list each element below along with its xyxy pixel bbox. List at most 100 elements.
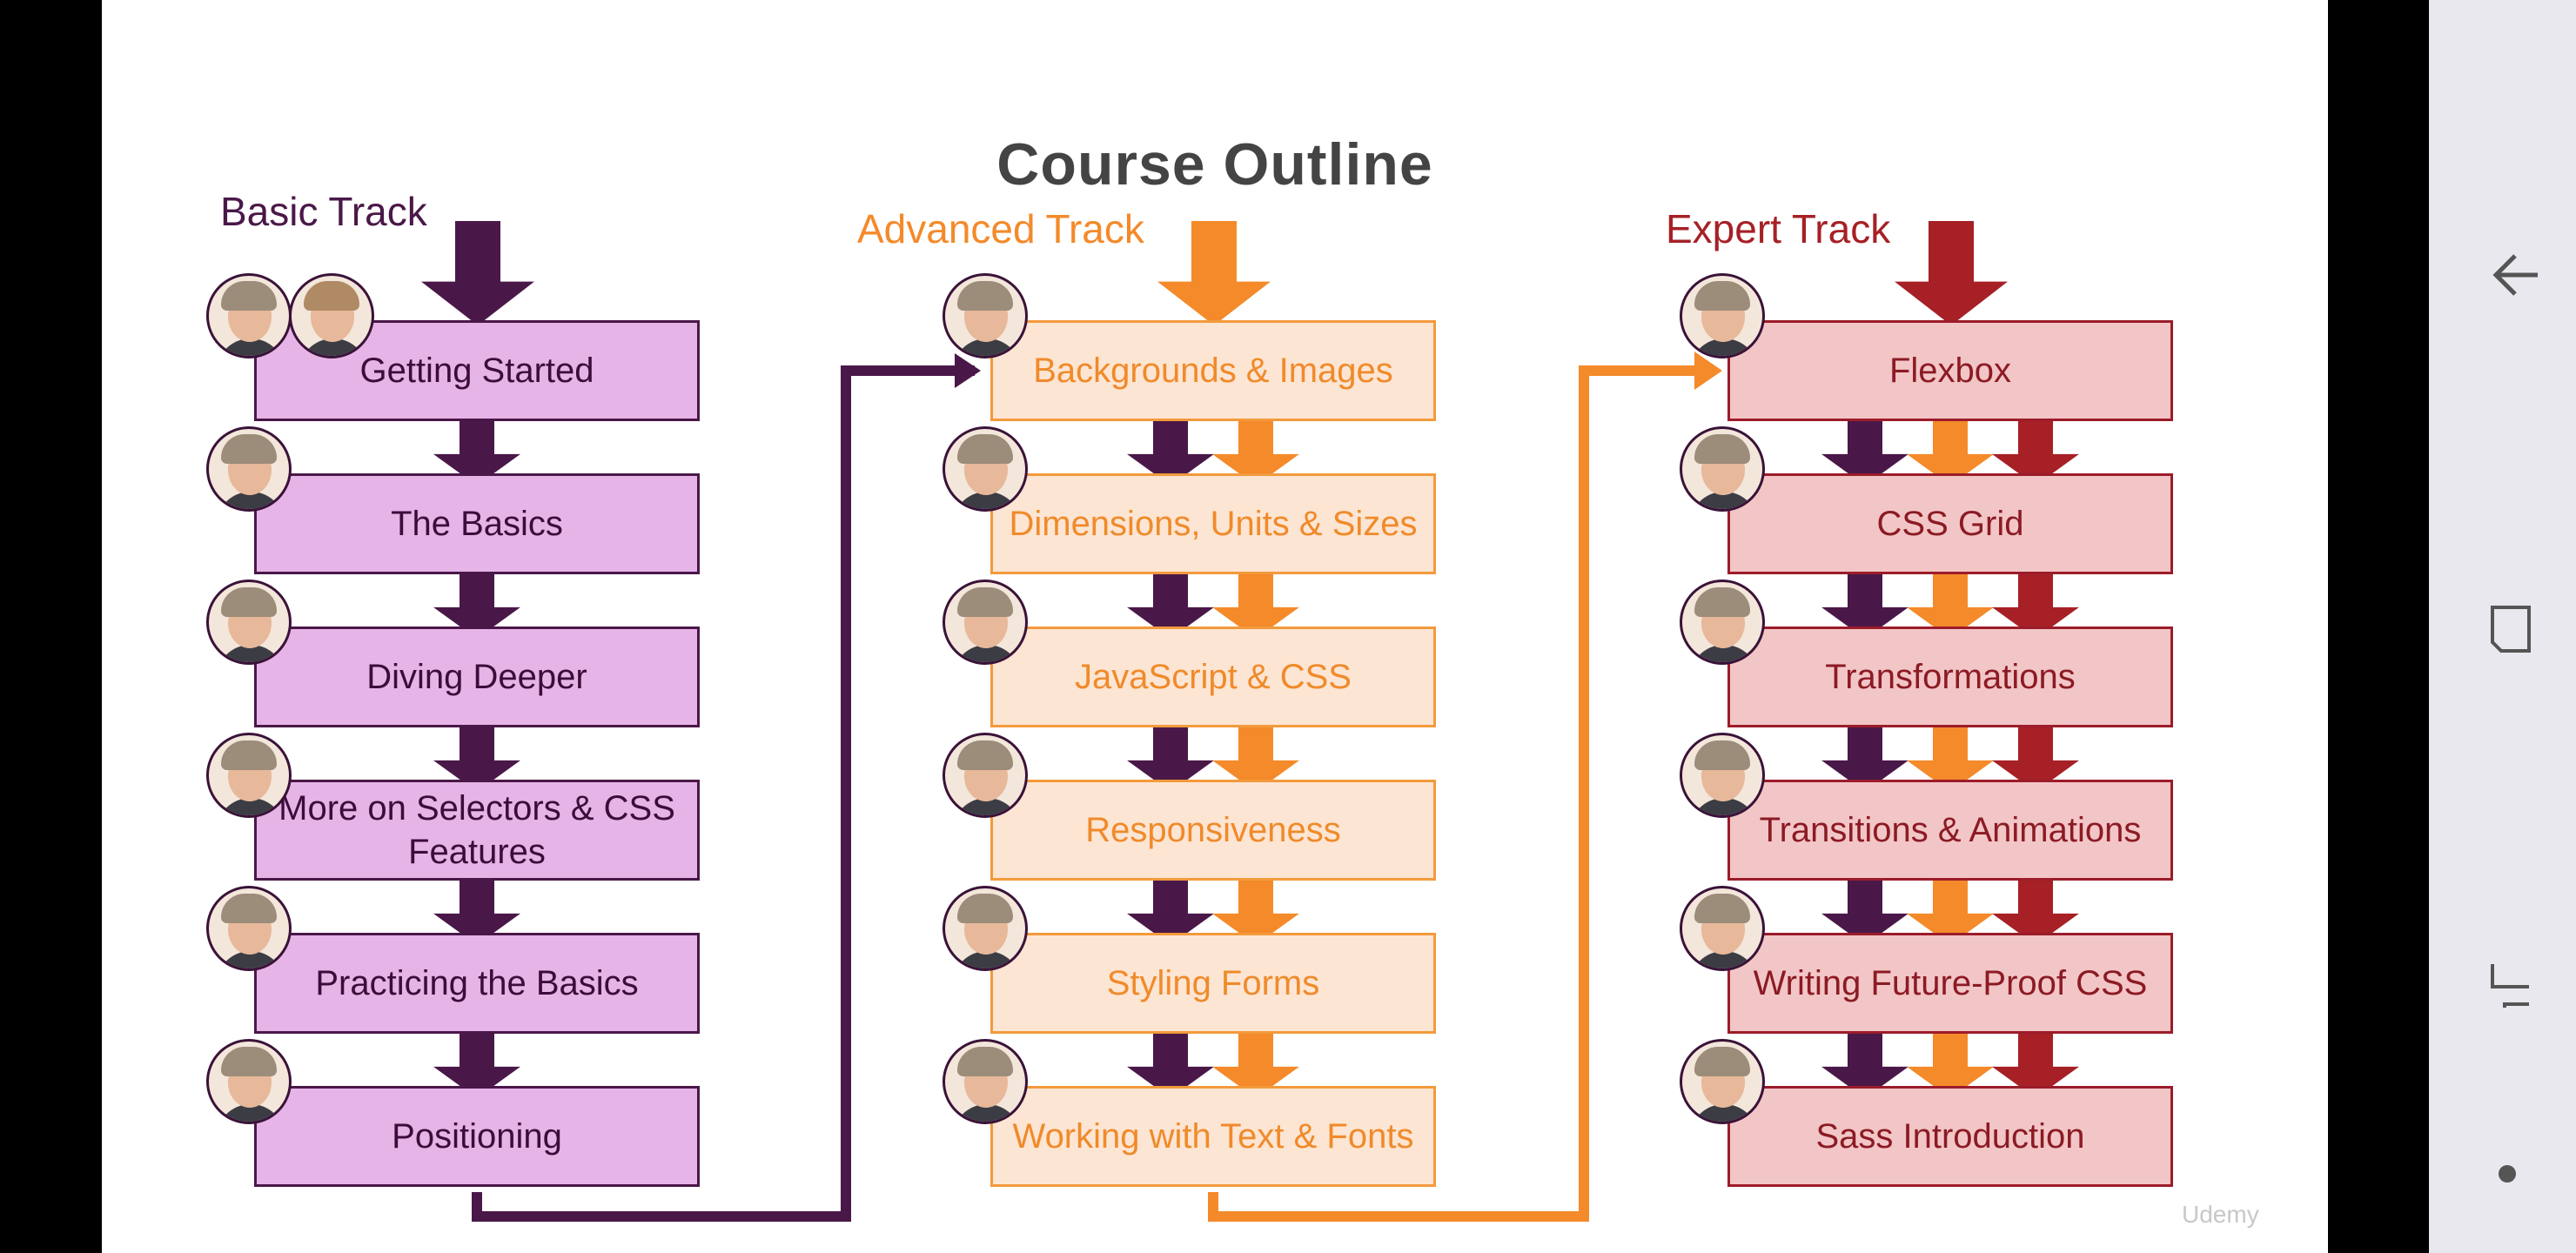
flow-arrow-exp bbox=[1907, 870, 1994, 945]
track-label-exp: Expert Track bbox=[1666, 206, 1891, 251]
flow-arrow-exp bbox=[1992, 1023, 2079, 1098]
instructor-avatar bbox=[289, 273, 374, 358]
instructor-avatar bbox=[206, 580, 292, 665]
flow-arrow-basic bbox=[433, 411, 520, 486]
flow-arrow-adv bbox=[1127, 717, 1214, 792]
home-square-icon[interactable] bbox=[2484, 602, 2538, 656]
module-box: Flexbox bbox=[1727, 320, 2173, 421]
flow-arrow-adv bbox=[1212, 870, 1299, 945]
track-start-arrow-basic bbox=[421, 221, 534, 325]
flow-arrow-adv bbox=[1127, 564, 1214, 639]
module-box: JavaScript & CSS bbox=[990, 626, 1436, 727]
flow-arrow-exp bbox=[1821, 411, 1909, 486]
recents-icon[interactable] bbox=[2484, 957, 2538, 1011]
flow-arrow-exp bbox=[1907, 411, 1994, 486]
module-box: Working with Text & Fonts bbox=[990, 1086, 1436, 1187]
module-label: Sass Introduction bbox=[1815, 1117, 2085, 1156]
flow-arrow-exp bbox=[1907, 564, 1994, 639]
instructor-avatar bbox=[1680, 580, 1765, 665]
module-label: The Basics bbox=[391, 505, 563, 543]
module-label: Dimensions, Units & Sizes bbox=[1009, 505, 1418, 543]
module-box: Transformations bbox=[1727, 626, 2173, 727]
dot-icon[interactable] bbox=[2494, 1161, 2520, 1187]
module-label: Working with Text & Fonts bbox=[1012, 1117, 1414, 1156]
module-label: Flexbox bbox=[1888, 352, 2012, 390]
instructor-avatar bbox=[206, 1039, 292, 1124]
module-box: Backgrounds & Images bbox=[990, 320, 1436, 421]
module-label: JavaScript & CSS bbox=[1075, 658, 1352, 696]
connector-advanced-expert bbox=[1208, 365, 1714, 1222]
module-box: Styling Forms bbox=[990, 933, 1436, 1034]
flow-arrow-exp bbox=[1992, 717, 2079, 792]
module-box: CSS Grid bbox=[1727, 473, 2173, 574]
flow-arrow-adv bbox=[1212, 1023, 1299, 1098]
flow-arrow-exp bbox=[1992, 411, 2079, 486]
flow-arrow-exp bbox=[1907, 717, 1994, 792]
module-label: Styling Forms bbox=[1106, 964, 1320, 1002]
connector-arrowhead-advanced bbox=[1694, 352, 1722, 390]
module-box: Transitions & Animations bbox=[1727, 780, 2173, 881]
instructor-avatar bbox=[206, 273, 292, 358]
flow-arrow-adv bbox=[1212, 564, 1299, 639]
instructor-avatar bbox=[943, 1039, 1028, 1124]
instructor-avatar bbox=[1680, 273, 1765, 358]
module-box: Responsiveness bbox=[990, 780, 1436, 881]
flow-arrow-exp bbox=[1821, 717, 1909, 792]
connector-basic-advanced bbox=[472, 365, 975, 1222]
flow-arrow-basic bbox=[433, 870, 520, 945]
module-label: Getting Started bbox=[359, 352, 594, 390]
instructor-avatar bbox=[943, 273, 1028, 358]
flow-arrow-exp bbox=[1907, 1023, 1994, 1098]
instructor-avatar bbox=[943, 426, 1028, 512]
module-label: Transformations bbox=[1825, 658, 2076, 696]
flow-arrow-adv bbox=[1127, 870, 1214, 945]
connector-arrowhead-basic bbox=[955, 353, 981, 388]
track-label-adv: Advanced Track bbox=[857, 206, 1144, 251]
flow-arrow-exp bbox=[1821, 870, 1909, 945]
page-title: Course Outline bbox=[996, 131, 1433, 198]
instructor-avatar bbox=[1680, 886, 1765, 971]
module-box: Practicing the Basics bbox=[254, 933, 700, 1034]
module-label: Writing Future-Proof CSS bbox=[1753, 964, 2148, 1002]
screen-edge bbox=[2328, 0, 2429, 1253]
track-start-arrow-exp bbox=[1895, 221, 2008, 325]
flow-diagram bbox=[421, 221, 2079, 1222]
module-label: Positioning bbox=[392, 1117, 562, 1156]
module-label: Practicing the Basics bbox=[315, 964, 639, 1002]
module-box: Positioning bbox=[254, 1086, 700, 1187]
flow-arrow-adv bbox=[1212, 717, 1299, 792]
instructor-avatar bbox=[1680, 426, 1765, 512]
flow-arrow-basic bbox=[433, 1023, 520, 1098]
flow-arrow-adv bbox=[1127, 411, 1214, 486]
flow-arrow-exp bbox=[1821, 1023, 1909, 1098]
flow-arrow-exp bbox=[1992, 564, 2079, 639]
module-box: The Basics bbox=[254, 473, 700, 574]
flow-arrow-basic bbox=[433, 717, 520, 792]
module-label: Responsiveness bbox=[1085, 811, 1341, 849]
navigation-bar bbox=[2429, 0, 2576, 1253]
instructor-avatar bbox=[206, 886, 292, 971]
flow-arrow-basic bbox=[433, 564, 520, 639]
back-arrow-icon[interactable] bbox=[2489, 249, 2541, 301]
instructor-avatar bbox=[206, 426, 292, 512]
flow-arrow-exp bbox=[1992, 870, 2079, 945]
instructor-avatar bbox=[1680, 733, 1765, 818]
module-box: Dimensions, Units & Sizes bbox=[990, 473, 1436, 574]
module-box: Writing Future-Proof CSS bbox=[1727, 933, 2173, 1034]
module-box: More on Selectors & CSS Features bbox=[254, 780, 700, 881]
instructor-avatar bbox=[206, 733, 292, 818]
module-label: Transitions & Animations bbox=[1759, 811, 2142, 849]
instructor-avatar bbox=[1680, 1039, 1765, 1124]
module-box: Diving Deeper bbox=[254, 626, 700, 727]
instructor-avatar bbox=[943, 580, 1028, 665]
instructor-avatar bbox=[943, 886, 1028, 971]
module-label: More on Selectors & CSS Features bbox=[278, 789, 675, 871]
module-label: Diving Deeper bbox=[366, 658, 587, 696]
flow-arrow-adv bbox=[1212, 411, 1299, 486]
flow-arrow-exp bbox=[1821, 564, 1909, 639]
module-label: CSS Grid bbox=[1876, 505, 2024, 543]
instructor-avatar bbox=[943, 733, 1028, 818]
module-label: Backgrounds & Images bbox=[1033, 352, 1393, 390]
track-start-arrow-adv bbox=[1157, 221, 1271, 325]
